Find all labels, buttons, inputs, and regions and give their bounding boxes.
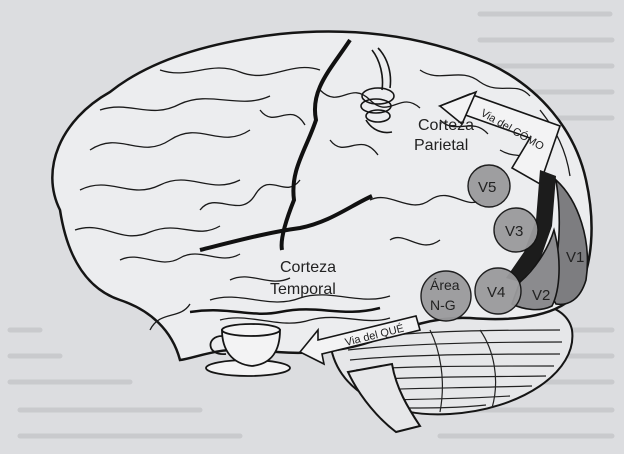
background-text-lines [7,11,615,439]
v4-label: V4 [487,284,505,301]
coffee-cup-icon [205,323,291,377]
parietal-label-2: Parietal [414,137,468,154]
parietal-label-1: Corteza [418,117,474,134]
v2-region [511,227,560,311]
v5-label: V5 [478,179,496,196]
v3-area [493,207,539,253]
temporal-label-1: Corteza [280,259,336,276]
lateral-sulcus [199,194,373,252]
area-ng-label-2: N-G [430,297,456,313]
gyri-lines [74,66,571,331]
v3-label: V3 [505,223,523,240]
v2-label: V2 [532,287,550,304]
hand-icon [360,47,395,134]
area-ng [420,270,472,322]
v4-area [474,267,522,315]
visual-dark-band [506,170,556,282]
area-ng-label-1: Área [430,277,460,293]
temporal-sulcus [189,306,381,315]
brain-stem [346,362,422,434]
v1-label: V1 [566,249,584,266]
v5-area [467,164,511,208]
via-que-arrow [298,315,421,366]
central-sulcus [279,38,352,251]
temporal-label-2: Temporal [270,281,336,298]
